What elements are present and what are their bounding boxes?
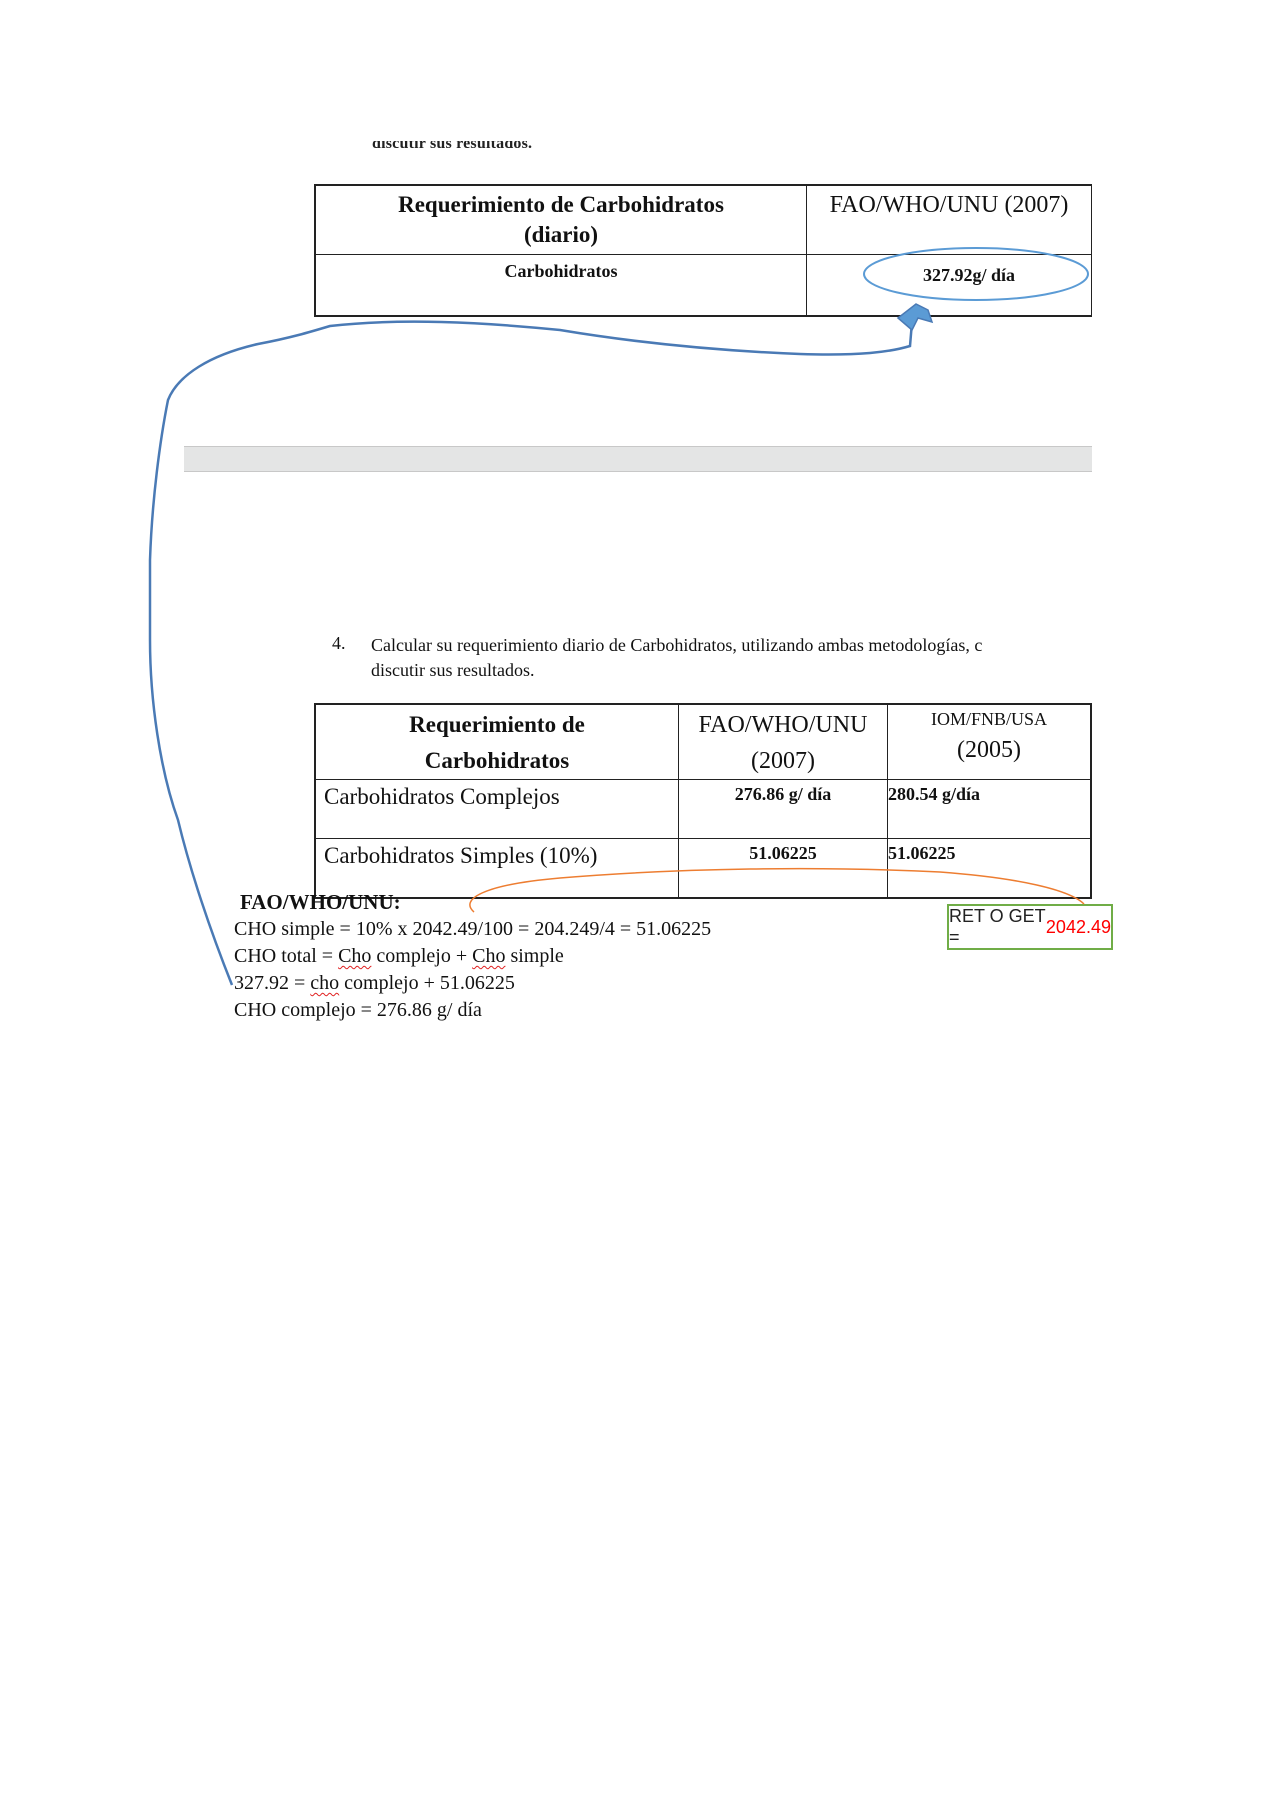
spellcheck-word: Cho <box>338 945 372 967</box>
calc-line-2: CHO total = Cho complejo + Cho simple <box>234 945 564 967</box>
row-label: Carbohidratos <box>314 254 807 317</box>
header-fao: FAO/WHO/UNU (2007) <box>678 703 888 780</box>
ret-label: RET O GET = <box>949 906 1046 947</box>
row-label: Carbohidratos Complejos <box>314 779 679 839</box>
header-fao: FAO/WHO/UNU (2007) <box>806 184 1092 255</box>
question-number: 4. <box>332 633 346 653</box>
calculation-title: FAO/WHO/UNU: <box>240 890 401 914</box>
table-row: Carbohidratos 327.92g/ día <box>314 254 1092 317</box>
row-iom-value: 51.06225 <box>887 838 1092 899</box>
table-row: Carbohidratos Simples (10%) 51.06225 51.… <box>314 838 1092 899</box>
calc-line-1: CHO simple = 10% x 2042.49/100 = 204.249… <box>234 918 712 940</box>
spellcheck-word: cho <box>310 972 340 994</box>
header-iom: IOM/FNB/USA (2005) <box>887 703 1092 780</box>
header-requirement: Requerimiento de Carbohidratos <box>314 703 679 780</box>
spellcheck-word: Cho <box>472 945 506 967</box>
question-text: Calcular su requerimiento diario de Carb… <box>371 635 983 680</box>
carbohydrate-table-daily: Requerimiento de Carbohidratos (diario) … <box>314 184 1092 317</box>
row-value: 327.92g/ día <box>806 254 1092 317</box>
ret-get-box: RET O GET =2042.49 <box>947 904 1113 950</box>
row-fao-value: 276.86 g/ día <box>678 779 888 839</box>
row-iom-value: 280.54 g/día <box>887 779 1092 839</box>
carbohydrate-comparison-table: Requerimiento de Carbohidratos FAO/WHO/U… <box>314 703 1092 899</box>
table-header-row: Requerimiento de Carbohidratos FAO/WHO/U… <box>314 703 1092 780</box>
table-header-row: Requerimiento de Carbohidratos (diario) … <box>314 184 1092 255</box>
ret-value: 2042.49 <box>1045 916 1111 937</box>
header-requirement: Requerimiento de Carbohidratos (diario) <box>314 184 807 255</box>
clipped-text: discutir sus resultados. <box>372 141 533 152</box>
table-row: Carbohidratos Complejos 276.86 g/ día 28… <box>314 779 1092 839</box>
row-fao-value: 51.06225 <box>678 838 888 899</box>
gray-band-divider <box>184 446 1092 472</box>
calc-line-3: 327.92 = cho complejo + 51.06225 <box>234 972 515 994</box>
calc-line-4: CHO complejo = 276.86 g/ día <box>234 999 482 1021</box>
